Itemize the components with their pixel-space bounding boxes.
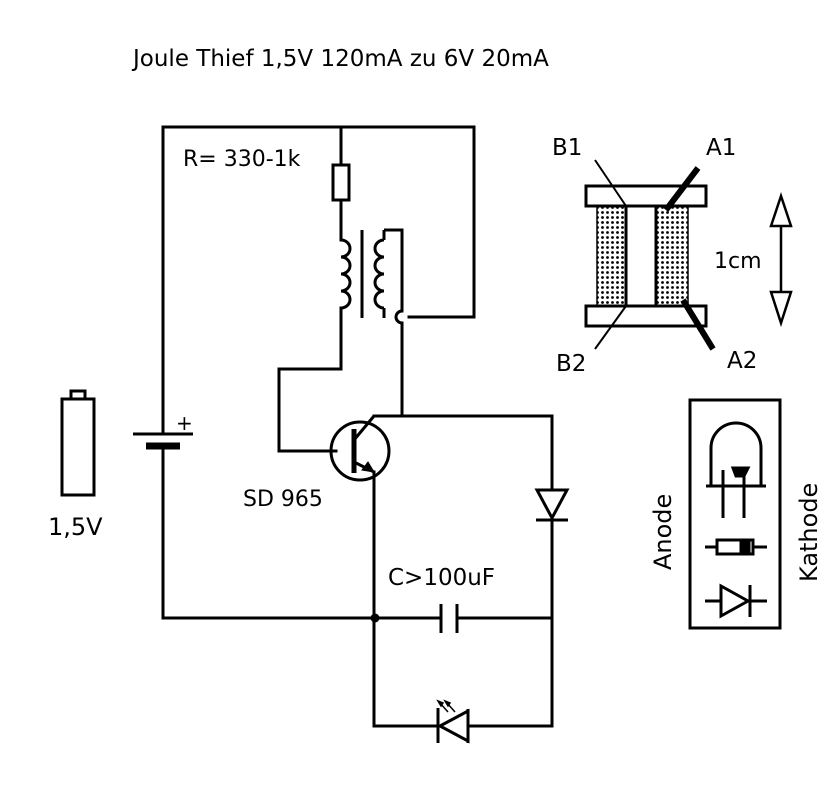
led-pinout-icon: [706, 421, 766, 518]
anode-label: Anode: [649, 494, 677, 570]
transformer: [340, 228, 402, 318]
secondary-coil: [373, 238, 385, 310]
toroid-label-b2: B2: [556, 351, 586, 377]
toroid-wire-leads: [594, 159, 716, 351]
circuit-wires: [161, 125, 554, 728]
transistor-label: SD 965: [243, 487, 323, 512]
transistor: [329, 415, 391, 482]
battery-plus-label: +: [176, 411, 193, 435]
toroid-label-a2: A2: [727, 348, 757, 374]
resistor-label: R= 330-1k: [183, 147, 301, 172]
diagram-title: Joule Thief 1,5V 120mA zu 6V 20mA: [131, 46, 549, 72]
capacitor-label: C>100uF: [388, 565, 495, 591]
diode-symbol-icon: [705, 583, 767, 619]
dimension-label: 1cm: [714, 249, 762, 274]
kathode-label: Kathode: [795, 483, 823, 582]
battery-symbol: [133, 432, 193, 450]
battery-cell-icon: [60, 389, 96, 497]
led-light-arrows: [436, 699, 456, 713]
junction-dot: [370, 613, 380, 623]
capacitor: [439, 604, 459, 633]
toroid-label-a1: A1: [706, 135, 736, 161]
battery-voltage-label: 1,5V: [48, 513, 103, 541]
primary-coil: [340, 238, 352, 310]
toroid-label-b1: B1: [552, 135, 582, 161]
diode-body-icon: [705, 538, 767, 556]
dimension-arrow: [769, 192, 793, 328]
rectifier-diode: [534, 488, 570, 522]
wire-crossover: [394, 309, 403, 325]
led: [436, 708, 470, 744]
resistor: [331, 163, 351, 202]
